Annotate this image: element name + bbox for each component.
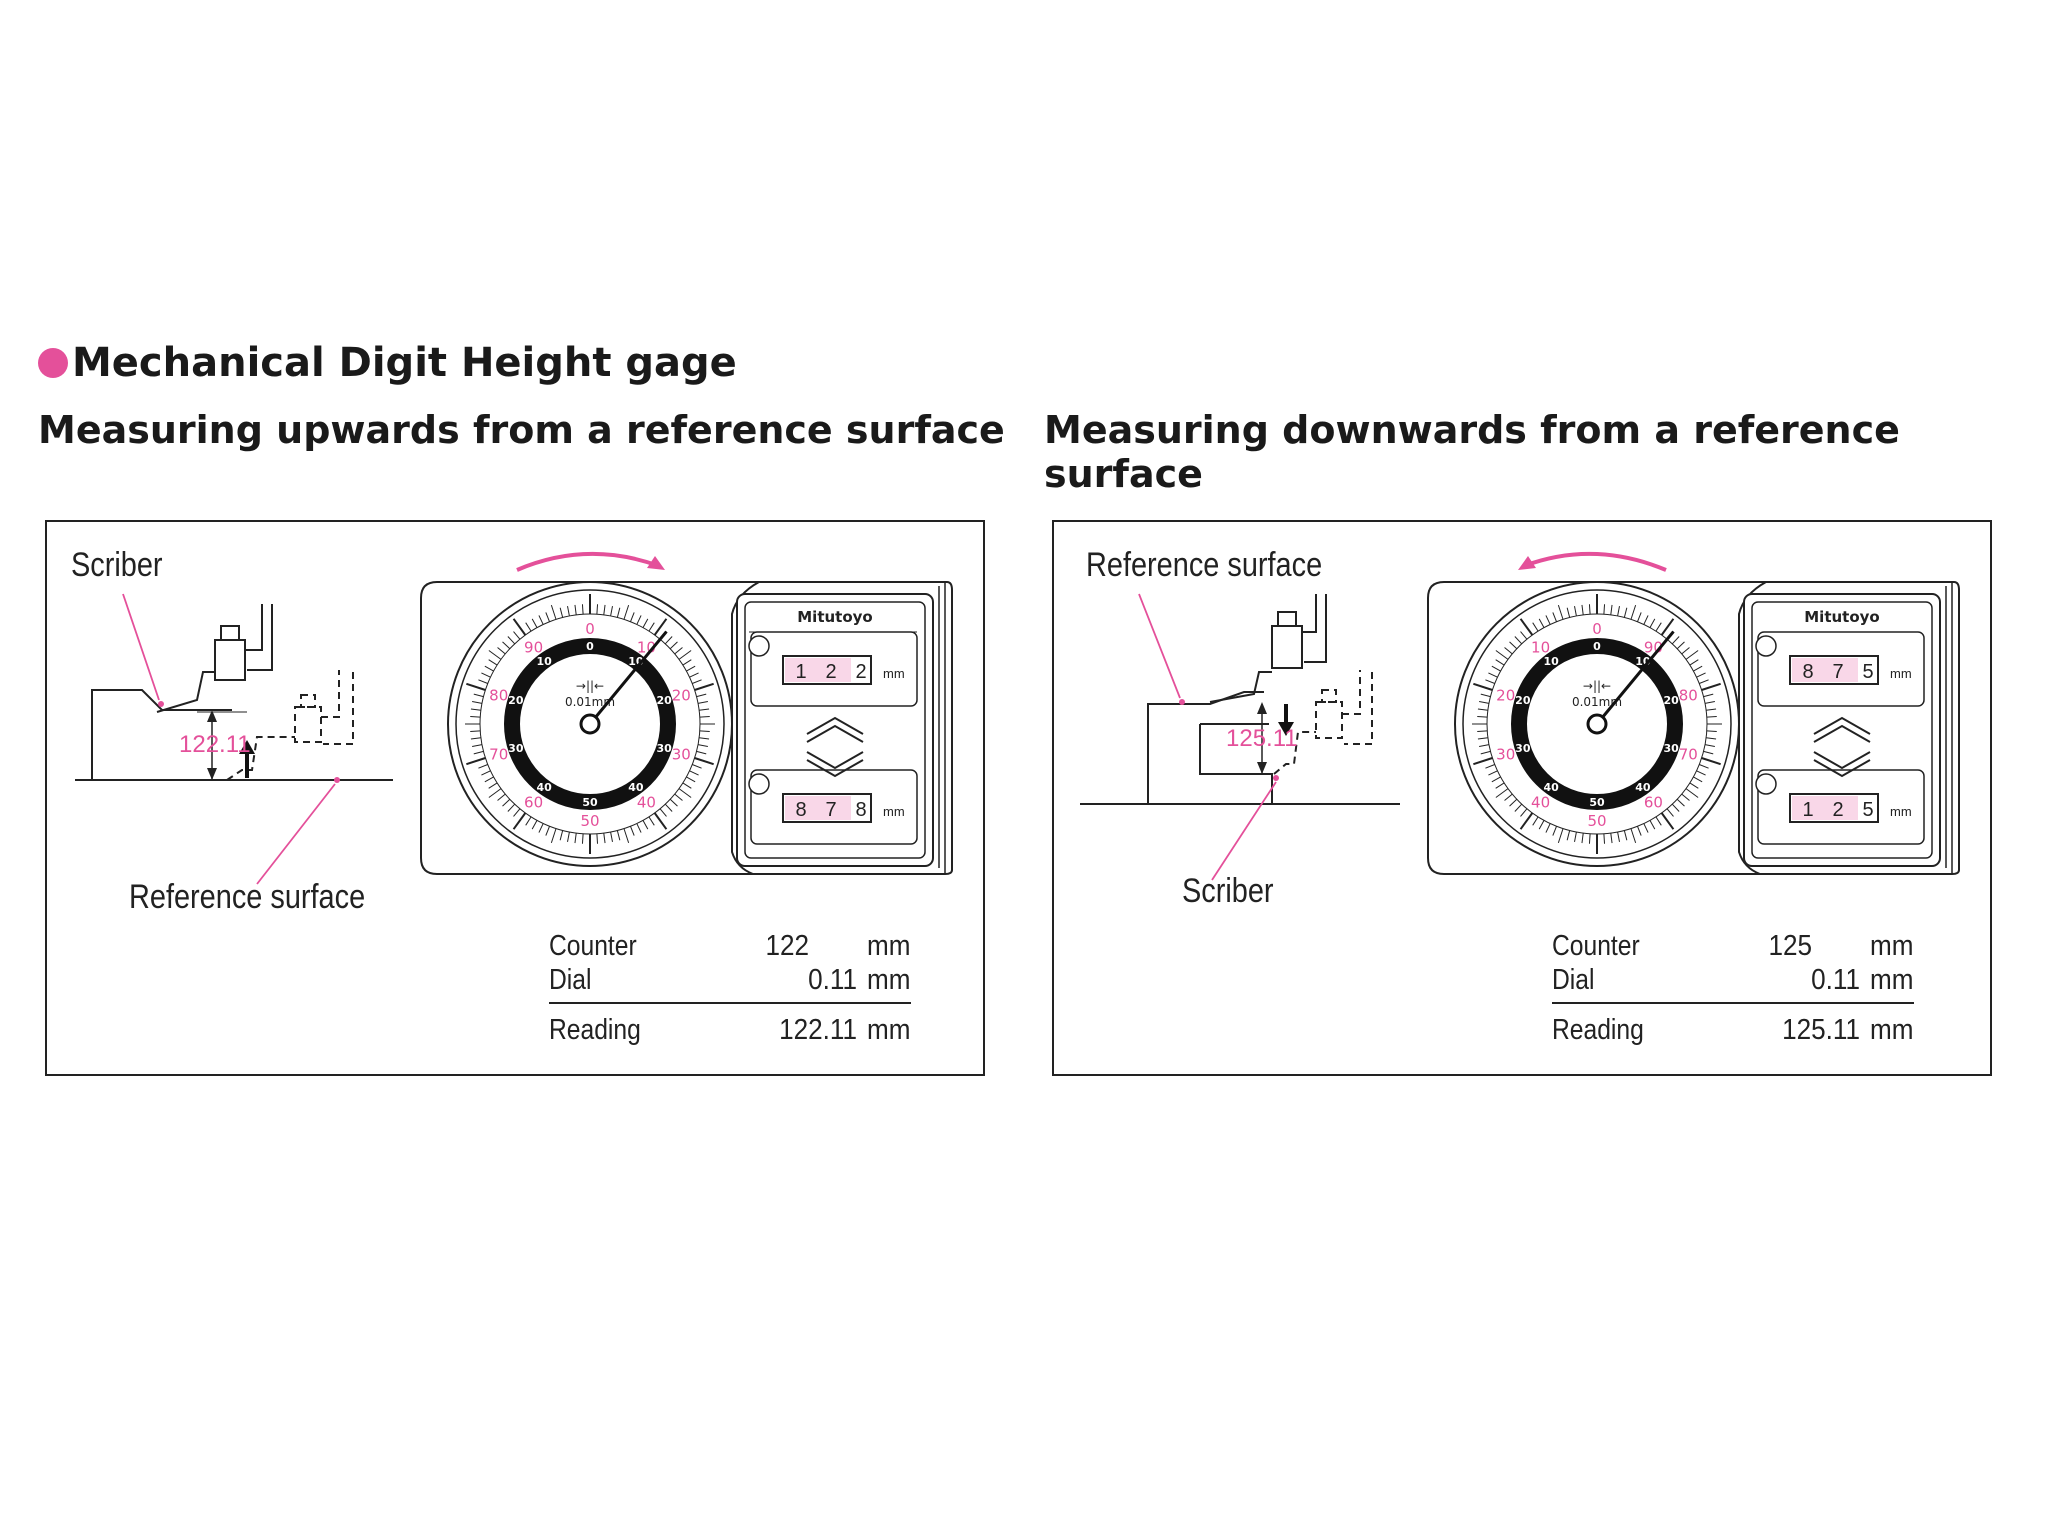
reading-table: Counter 122 mm Dial 0.11 mm Reading 122.…	[549, 930, 911, 1046]
dial-inner-number: 20	[508, 694, 524, 707]
dial-outer-number: 80	[1679, 686, 1698, 704]
dial-outer-number: 50	[1587, 812, 1606, 830]
dial-hub	[579, 713, 601, 735]
dial-gap-icon: →||←	[576, 679, 604, 693]
heading-text: Mechanical Digit Height gage	[72, 340, 737, 386]
counter-window: Mitutoyo	[1743, 593, 1941, 867]
dial-outer-number: 40	[637, 794, 656, 812]
label-top: Reference surface	[1086, 546, 1323, 584]
label-top: Scriber	[71, 546, 163, 584]
counter-bottom-digit: 8	[795, 799, 806, 821]
dial-inner-number: 30	[1515, 742, 1531, 755]
dial-inner-number: 0	[1593, 640, 1601, 653]
dial-outer-number: 0	[585, 620, 595, 638]
chevron-up-icon	[806, 716, 864, 735]
chevron-up-icon	[1813, 716, 1871, 735]
subtitle-downwards: Measuring downwards from a reference sur…	[1044, 408, 1900, 496]
dial-inner-number: 40	[1635, 781, 1651, 794]
chevron-down-icon	[1813, 751, 1871, 770]
dial-pointer	[1595, 630, 1675, 725]
dial-outer-number: 40	[1531, 794, 1550, 812]
counter-window: Mitutoyo	[736, 593, 934, 867]
dial-gap-icon: →||←	[1583, 679, 1611, 693]
dial-unit-label: 0.01mm	[565, 695, 615, 709]
counter-unit: mm	[883, 666, 905, 681]
dial-inner-number: 10	[536, 655, 552, 668]
counter-unit: mm	[1890, 666, 1912, 681]
page-heading: Mechanical Digit Height gage	[38, 340, 737, 386]
dial-outer-number: 60	[524, 794, 543, 812]
dial-inner-number: 20	[1515, 694, 1531, 707]
dial-hub	[1586, 713, 1608, 735]
dial-outer-number: 60	[1644, 794, 1663, 812]
measure-label: 125.11	[1226, 725, 1298, 752]
brand-logo: Mitutoyo	[797, 608, 872, 626]
dial-outer-number: 70	[1679, 746, 1698, 764]
counter-unit: mm	[1890, 804, 1912, 819]
dial-inner-number: 40	[536, 781, 552, 794]
dial-outer-number: 20	[672, 686, 691, 704]
dial-inner-number: 10	[1543, 655, 1559, 668]
brand-logo: Mitutoyo	[1804, 608, 1879, 626]
dial-inner-number: 30	[508, 742, 524, 755]
dial-inner-number: 40	[1543, 781, 1559, 794]
dial-inner-number: 50	[582, 796, 598, 809]
dial-inner-number: 30	[1664, 742, 1680, 755]
counter-top-digit: 7	[1832, 661, 1843, 683]
dial-inner-number: 30	[657, 742, 673, 755]
dial-inner-number: 50	[1589, 796, 1605, 809]
counter-bottom-digit: 2	[1832, 799, 1843, 821]
counter-bottom-digit: 7	[825, 799, 836, 821]
counter-top-digit: 8	[1802, 661, 1813, 683]
sum-rule	[549, 1002, 911, 1004]
dial-inner-number: 20	[657, 694, 673, 707]
counter-bottom-digit: 8	[855, 799, 866, 821]
dial-outer-number: 70	[489, 746, 508, 764]
counter-top-digit: 5	[1862, 661, 1873, 683]
dial-outer-number: 30	[1496, 746, 1515, 764]
dial-outer-number: 10	[1531, 638, 1550, 656]
sum-rule	[1552, 1002, 1914, 1004]
dial-inner-number: 20	[1664, 694, 1680, 707]
dial-outer-number: 50	[580, 812, 599, 830]
reading-table: Counter 125 mm Dial 0.11 mm Reading 125.…	[1552, 930, 1914, 1046]
dial-unit-label: 0.01mm	[1572, 695, 1622, 709]
counter-top-digit: 2	[825, 661, 836, 683]
counter-bottom-digit: 5	[1862, 799, 1873, 821]
chevron-down-icon	[806, 751, 864, 770]
dial-outer-number: 90	[524, 638, 543, 656]
label-bottom: Scriber	[1182, 872, 1274, 910]
counter-unit: mm	[883, 804, 905, 819]
counter-top-digit: 1	[795, 661, 806, 683]
dial-outer-number: 30	[672, 746, 691, 764]
dial-inner-number: 40	[628, 781, 644, 794]
dial-pointer	[588, 630, 668, 725]
dial-outer-number: 20	[1496, 686, 1515, 704]
measure-label: 122.11	[179, 731, 251, 758]
dial-outer-number: 0	[1592, 620, 1602, 638]
subtitle-upwards: Measuring upwards from a reference surfa…	[38, 408, 1005, 452]
bullet-icon	[38, 348, 68, 378]
dial-outer-number: 80	[489, 686, 508, 704]
counter-bottom-digit: 1	[1802, 799, 1813, 821]
dial-inner-number: 0	[586, 640, 594, 653]
label-bottom: Reference surface	[129, 878, 366, 916]
counter-top-digit: 2	[855, 661, 866, 683]
